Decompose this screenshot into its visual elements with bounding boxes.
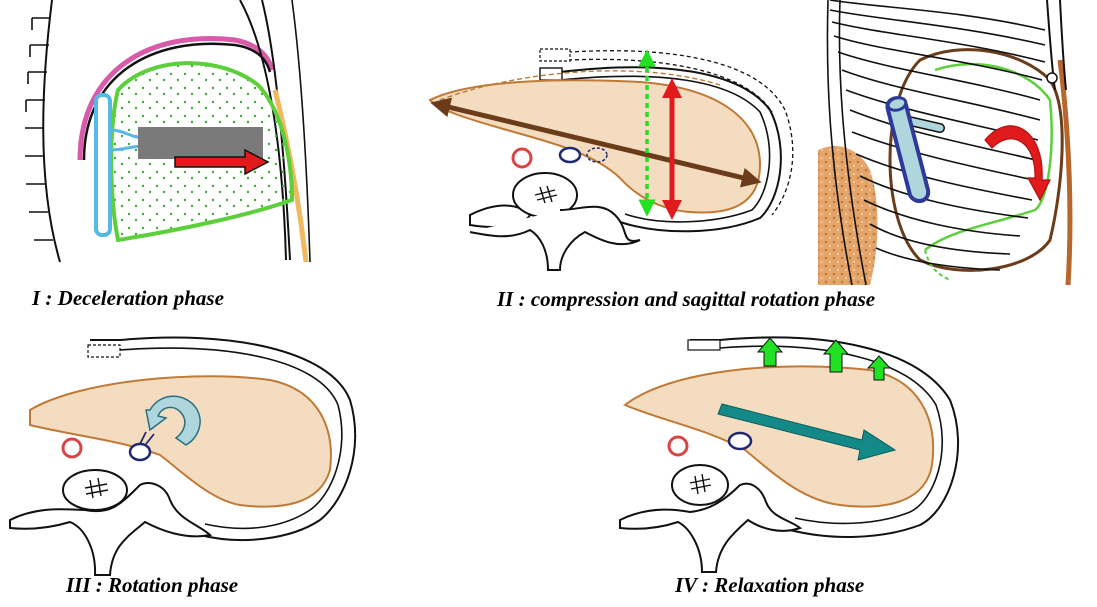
panel-sagittal-rotation: [817, 0, 1097, 285]
caption-relaxation-phase: IV : Relaxation phase: [675, 575, 864, 596]
caption-deceleration-phase: I : Deceleration phase: [32, 288, 224, 309]
panel-compression: [430, 49, 793, 270]
caption-compression-phase: II : compression and sagittal rotation p…: [497, 289, 875, 310]
caption-rotation-phase: III : Rotation phase: [66, 575, 238, 596]
panel-deceleration: [25, 0, 310, 262]
panel-rotation: [10, 338, 355, 576]
panel-relaxation: [620, 338, 958, 573]
